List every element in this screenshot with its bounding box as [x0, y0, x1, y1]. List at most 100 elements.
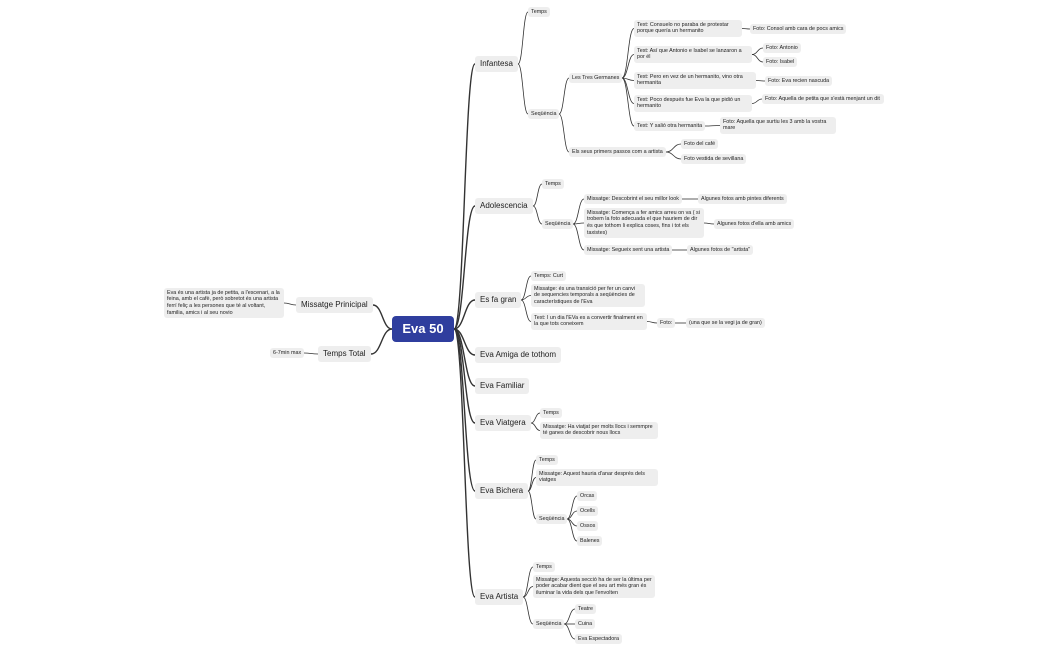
connector: [530, 422, 541, 431]
connector: [527, 490, 537, 520]
connector: [704, 125, 721, 127]
connector: [453, 299, 476, 330]
missatge-principal-text: Eva és una artista ja de petita, a l'esc…: [164, 288, 284, 318]
branch-adolescencia[interactable]: Adolescencia: [475, 198, 533, 214]
adolescencia-foto-3: Algunes fotos de "artista": [687, 245, 754, 255]
connector: [303, 352, 319, 355]
connector: [566, 518, 578, 542]
es-fa-gran-text: Text: I un dia l'EVa es a convertir fina…: [531, 313, 647, 330]
adolescencia-temps: Temps: [542, 179, 564, 189]
connector: [520, 295, 532, 301]
missatge-principal-node[interactable]: Missatge Prinicipal: [296, 297, 373, 313]
connector: [703, 222, 715, 225]
connector: [453, 328, 476, 598]
bichera-ossos: Ossos: [577, 521, 599, 531]
connector: [517, 63, 529, 115]
connector: [621, 28, 635, 79]
bichera-orcas: Orcas: [577, 491, 598, 501]
branch-amiga[interactable]: Eva Amiga de tothom: [475, 347, 562, 363]
bichera-missatge: Missatge: Aquest hauria d'anar després d…: [536, 469, 658, 486]
connector: [530, 412, 541, 424]
infantesa-foto-4: Foto: Aquella de petita que s'està menja…: [762, 94, 884, 104]
es-fa-gran-missatge: Missatge: és una transició per fer un ca…: [531, 284, 645, 308]
connector: [532, 205, 543, 225]
infantesa-foto-2b: Foto: Isabel: [763, 57, 798, 67]
connector: [621, 77, 635, 127]
connector: [563, 623, 576, 640]
connector: [665, 143, 682, 153]
connector: [453, 328, 476, 492]
connector: [751, 98, 763, 104]
infantesa-text-1: Text: Consuelo no paraba de protestar po…: [634, 20, 742, 37]
viatgera-missatge: Missatge: Ha viatjat per molts llocs i s…: [540, 422, 658, 439]
es-fa-gran-temps: Temps: Curt: [531, 271, 567, 281]
connector: [665, 151, 682, 160]
infantesa-text-5: Text: Y salió otra hermanita: [634, 121, 706, 131]
connector: [283, 302, 297, 306]
connector: [572, 198, 585, 225]
adolescencia-foto-2: Algunes fotos d'ella amb amics: [714, 219, 795, 229]
connector: [558, 113, 570, 153]
connector: [520, 299, 532, 322]
connector: [522, 566, 534, 598]
connector: [572, 222, 585, 225]
adolescencia-missatge-1: Missatge: Descobrint el seu millor look: [584, 194, 682, 204]
adolescencia-missatge-3: Missatge: Segueix sent una artista: [584, 245, 673, 255]
connector: [372, 304, 393, 330]
infantesa-foto-3: Foto: Eva recien nascuda: [765, 76, 833, 86]
artista-sequencia: Seqüència: [533, 619, 565, 629]
branch-familiar[interactable]: Eva Familiar: [475, 378, 530, 394]
adolescencia-foto-1: Algunes fotos amb pintes diferents: [698, 194, 787, 204]
connector: [527, 459, 537, 492]
infantesa-foto-1: Foto: Consol amb cara de pocs amics: [750, 24, 847, 34]
connector: [522, 596, 534, 625]
connector: [517, 11, 529, 65]
artista-missatge: Missatge: Aquesta secció ha de ser la úl…: [533, 575, 655, 599]
infantesa-sequencia: Seqüència: [528, 109, 560, 119]
connector: [751, 47, 764, 55]
bichera-temps: Temps: [536, 455, 558, 465]
bichera-ocells: Ocells: [577, 506, 598, 516]
branch-bichera[interactable]: Eva Bichera: [475, 483, 529, 499]
connector: [646, 321, 658, 324]
infantesa-foto-5: Foto: Aquella que surtiu les 3 amb la vo…: [720, 117, 836, 134]
artista-teatre: Teatre: [575, 604, 596, 614]
connector: [751, 54, 764, 63]
connector: [572, 223, 585, 251]
artista-cuina: Cuina: [575, 619, 596, 629]
temps-total-value: 6-7min max: [270, 348, 305, 358]
connector: [527, 477, 537, 492]
infantesa-foto-cafe: Foto del café: [681, 139, 719, 149]
branch-es-fa-gran[interactable]: Es fa gran: [475, 292, 522, 308]
connector: [522, 586, 534, 598]
infantesa-tres-germanes: Les Tres Germanes: [569, 73, 623, 83]
adolescencia-sequencia: Seqüència: [542, 219, 574, 229]
infantesa-primers-passos: Els seus primers passos com a artista: [569, 147, 666, 157]
es-fa-gran-foto-detail: (una que se la vegi ja de gran): [686, 318, 765, 328]
bichera-sequencia: Seqüència: [536, 514, 568, 524]
connector: [453, 205, 476, 330]
branch-infantesa[interactable]: Infantesa: [475, 56, 518, 72]
adolescencia-missatge-2: Missatge: Comença a fer amics arreu on v…: [584, 208, 704, 238]
connector: [370, 328, 393, 355]
artista-espectadora: Eva Espectadora: [575, 634, 623, 644]
connector: [558, 77, 570, 115]
bichera-balenes: Balenes: [577, 536, 603, 546]
connector: [532, 183, 543, 207]
es-fa-gran-foto: Foto:: [657, 318, 676, 328]
infantesa-text-3: Text: Pero en vez de un hermanito, vino …: [634, 72, 756, 89]
viatgera-temps: Temps: [540, 408, 562, 418]
infantesa-text-4: Text: Poco después fue Eva la que pidió …: [634, 95, 752, 112]
branch-artista[interactable]: Eva Artista: [475, 589, 524, 605]
temps-total-node[interactable]: Temps Total: [318, 346, 371, 362]
root-node[interactable]: Eva 50: [392, 316, 454, 342]
infantesa-text-2: Text: Así que Antonio e Isabel se lanzar…: [634, 46, 752, 63]
connector: [566, 495, 578, 520]
connector: [563, 608, 576, 625]
infantesa-foto-sevillana: Foto vestida de sevillana: [681, 154, 747, 164]
branch-viatgera[interactable]: Eva Viatgera: [475, 415, 531, 431]
connector: [621, 54, 635, 79]
connector: [453, 63, 476, 330]
infantesa-temps: Temps: [528, 7, 550, 17]
